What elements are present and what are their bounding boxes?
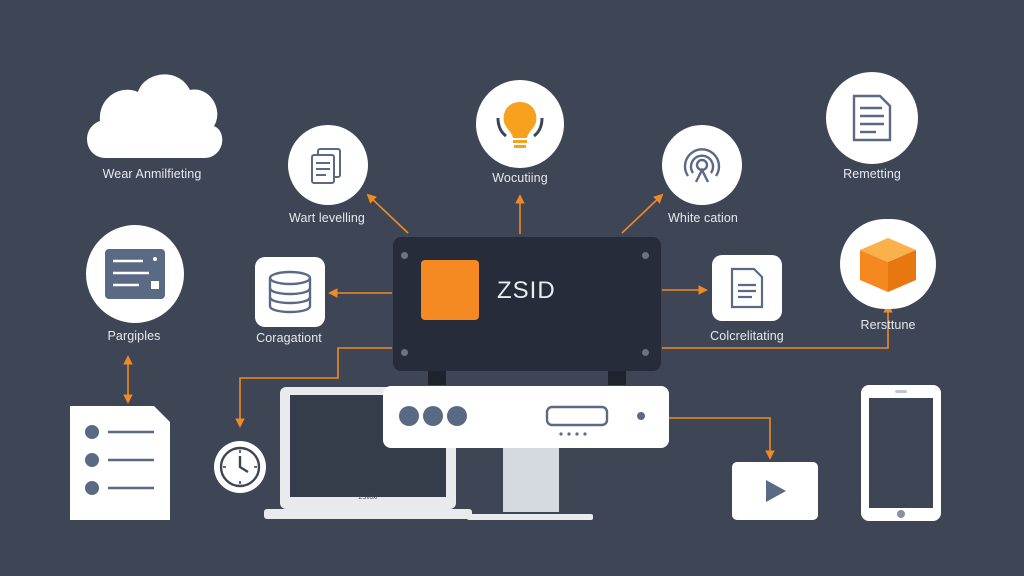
wear-label: Wart levelling (289, 211, 365, 225)
arrow-to-video (668, 417, 775, 460)
box-node[interactable] (840, 219, 936, 309)
laptop-screen-text: ZSIIoxl (358, 495, 378, 501)
document-node[interactable] (826, 72, 918, 164)
bulb-node[interactable] (476, 80, 564, 168)
document-label: Remetting (843, 167, 901, 181)
tablet-device[interactable] (860, 384, 942, 522)
cloud-node (78, 66, 224, 160)
storage-node[interactable] (255, 257, 325, 327)
document-icon (852, 94, 892, 142)
laptop-device[interactable]: ZSIIoxl (264, 385, 472, 521)
arrow-to-wear (366, 193, 409, 234)
documents-icon (311, 148, 341, 184)
laptop-icon (264, 387, 472, 519)
hub-title: ZSID (497, 277, 556, 304)
clock-icon (219, 446, 261, 488)
box-label: Rersttune (860, 318, 916, 332)
video-device[interactable] (732, 462, 818, 520)
server-rack-icon (383, 386, 669, 520)
list-icon (70, 406, 170, 520)
clock-device[interactable] (214, 441, 266, 493)
arrow-to-clock (235, 347, 392, 428)
storage-label: Coragationt (256, 331, 322, 345)
server-panel-icon (105, 249, 165, 299)
cloud-label: Wear Anmilfieting (102, 167, 202, 181)
radar-icon (683, 148, 721, 183)
white-node[interactable] (662, 125, 742, 205)
wear-node[interactable] (288, 125, 368, 205)
box-icon (860, 238, 916, 292)
principles-node[interactable] (86, 225, 184, 323)
tablet-icon (861, 385, 941, 521)
calc-label: Colcrelitating (710, 329, 784, 343)
list-device[interactable] (70, 406, 170, 520)
bulb-label: Wocutiing (492, 171, 548, 185)
arrow-to-box (662, 303, 893, 349)
calc-node[interactable] (712, 255, 782, 321)
lightbulb-icon (496, 102, 544, 148)
hub-logo (421, 260, 479, 320)
hub-panel[interactable]: ZSID (393, 237, 661, 371)
principles-label: Pargiples (107, 329, 161, 343)
file-icon (730, 267, 764, 309)
arrow-to-white (621, 193, 664, 234)
server-device[interactable] (383, 386, 669, 522)
database-icon (268, 270, 312, 314)
white-label: White cation (668, 211, 738, 225)
play-icon (766, 480, 786, 502)
cloud-icon (87, 74, 223, 158)
hub-foot-left (428, 371, 446, 385)
hub-foot-right (608, 371, 626, 385)
